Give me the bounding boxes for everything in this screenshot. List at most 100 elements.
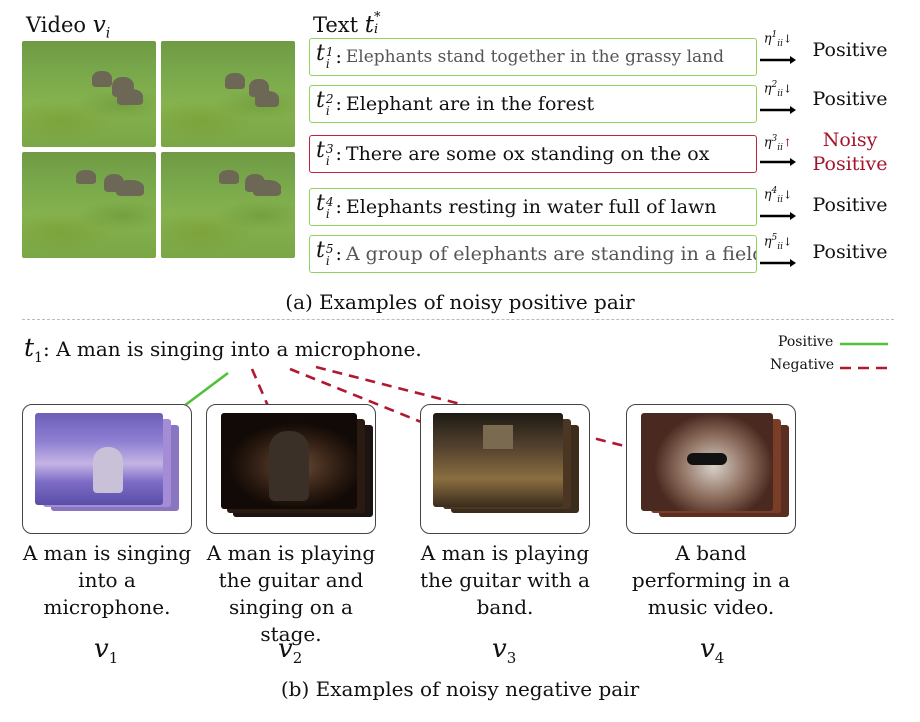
text-row-text: Elephant are in the forest [345,93,595,115]
legend-negative-line [840,366,888,370]
colon: : [335,93,342,115]
eta-label-3: η3ii↑ [763,134,793,153]
label-positive-1: Positive [812,39,888,61]
video-symbol-v3: v3 [492,634,517,668]
video-caption-v3: A man is playing the guitar with a band. [420,541,590,619]
caption-a: (a) Examples of noisy positive pair [285,290,635,314]
colon: : [335,143,342,165]
label-positive-5: Positive [812,241,888,263]
video-frame-4 [161,152,295,258]
query-sentence: : A man is singing into a microphone. [42,337,422,361]
video-thumb-v3 [433,413,563,507]
arrow-icon [760,259,796,267]
eta-label-5: η5ii↓ [763,233,793,252]
row-sub: i [325,253,330,268]
video-symbol: vi [92,12,110,42]
video-thumb-v1 [35,413,163,505]
video-symbol-v1: v1 [94,634,119,668]
noisy-label-line1: Noisy [822,129,878,151]
t-letter: t [316,87,325,113]
row-sup: 2 [325,91,334,106]
negative-connector-v2 [250,368,270,407]
legend-negative-label: Negative [770,357,835,373]
video-header: Video vi [26,12,110,42]
video-symbol-sub: i [105,25,111,42]
caption-b: (b) Examples of noisy negative pair [280,677,640,701]
elephant-shape [253,180,281,196]
guitarist-figure [269,431,309,501]
text-symbol: t*i [364,10,381,38]
elephant-shape [92,71,112,87]
row-sub: i [325,56,330,71]
video-frame-2 [161,41,295,147]
text-row-text: Elephants resting in water full of lawn [345,196,717,218]
t-letter: t [316,237,325,263]
video-caption-v2: A man is playing the guitar and singing … [206,541,376,646]
colon: : [335,196,342,218]
elephant-shape [225,73,245,89]
legend-positive-label: Positive [778,334,834,350]
section-divider [22,319,894,320]
text-header: Text t*i [313,10,381,38]
sunglasses-shape [687,453,727,465]
label-noisy-positive: Noisy Positive [808,128,892,176]
noisy-label-line2: Positive [812,153,888,175]
colon: : [335,243,342,265]
positive-connector [183,371,229,408]
video-card-v2 [206,404,376,534]
video-symbol-letter: v [92,12,106,38]
row-sub: i [325,103,330,118]
video-card-v1 [22,404,192,534]
eta-label-4: η4ii↓ [763,186,793,205]
video-symbol-v2: v2 [278,634,303,668]
text-row-text: There are some ox standing on the ox [345,143,710,165]
t-letter: t [316,190,325,216]
arrow-icon [760,56,796,64]
elephant-shape [255,91,279,107]
eta-label-1: η1ii↓ [763,30,793,49]
video-caption-v4: A band performing in a music video. [631,541,791,619]
stage-screen [483,425,513,449]
elephant-shape [116,180,144,196]
elephant-shape [117,89,143,105]
singer-figure [93,447,123,493]
query-text: t1: A man is singing into a microphone. [24,333,422,366]
text-symbol-letter: t [364,12,375,38]
arrow-icon [760,106,796,114]
row-sup: 5 [325,241,334,256]
text-header-label: Text [313,13,359,37]
row-sup: 1 [325,44,334,59]
eta-label-2: η2ii↓ [763,80,793,99]
t-letter: t [316,137,325,163]
video-card-v4 [626,404,796,534]
query-symbol: t1 [24,333,43,366]
label-positive-2: Positive [812,88,888,110]
row-sup: 4 [325,194,334,209]
elephant-shape [76,170,96,184]
row-sub: i [325,206,330,221]
legend-positive-line [840,342,888,346]
negative-connector-v3 [289,367,437,430]
row-sub: i [325,153,330,168]
text-symbol-sup: * [374,10,381,25]
video-card-v3 [420,404,590,534]
video-symbol-v4: v4 [700,634,725,668]
text-row-text: A group of elephants are standing in a f… [345,243,757,265]
video-thumb-v4 [641,413,773,511]
row-sup: 3 [325,141,334,156]
elephant-shape [219,170,239,184]
arrow-icon [760,158,796,166]
t-letter: t [316,40,325,66]
colon: : [335,46,342,68]
video-header-label: Video [26,13,87,37]
